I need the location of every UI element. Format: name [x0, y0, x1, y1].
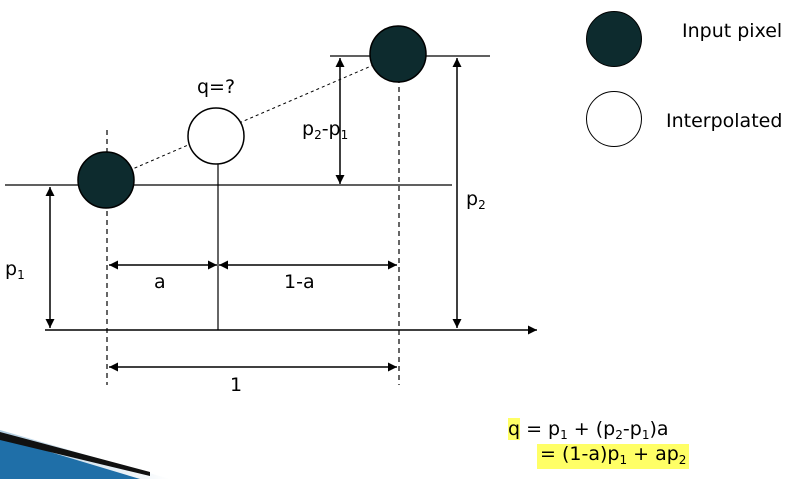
equation-line-1: q = p1 + (p2-p1)a — [508, 418, 669, 442]
corner-decoration — [0, 430, 170, 479]
q-unknown-label: q=? — [197, 76, 236, 98]
legend-input-pixel-label: Input pixel — [682, 20, 783, 42]
input-pixel-p2 — [369, 25, 427, 83]
legend-interpolated-icon — [586, 91, 642, 147]
interpolated-pixel-q — [187, 107, 245, 165]
a-label: a — [154, 271, 166, 293]
equation-line-2: = (1-a)p1 + ap2 — [537, 444, 690, 469]
input-pixel-p1 — [77, 151, 135, 209]
p2-minus-p1-label: p2-p1 — [302, 118, 349, 142]
p2-label: p2 — [466, 188, 486, 212]
one-label: 1 — [230, 374, 243, 396]
p1-label: p1 — [5, 258, 25, 282]
legend-interpolated-label: Interpolated — [666, 110, 783, 132]
interpolation-line — [106, 53, 400, 181]
one-minus-a-label: 1-a — [284, 271, 315, 293]
legend-input-pixel-icon — [586, 11, 642, 67]
